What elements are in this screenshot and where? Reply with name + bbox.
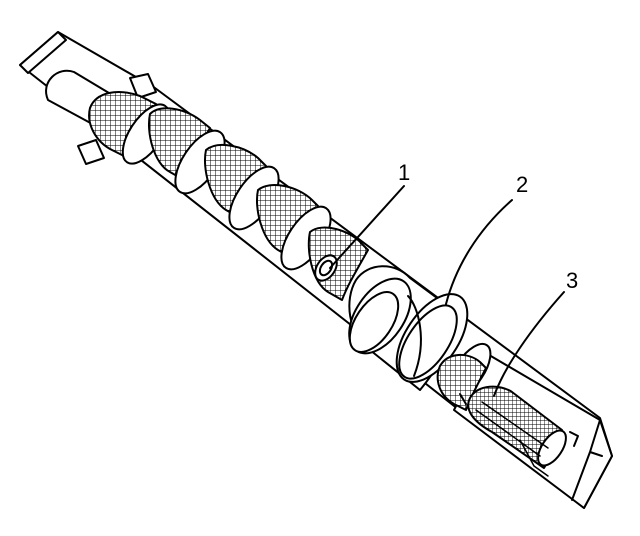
inlet-filter-screen [88, 91, 369, 301]
callout-number-1: 1 [398, 160, 410, 185]
callout-number-2: 2 [516, 172, 528, 197]
o-ring-seal [348, 265, 469, 391]
callout-leader-3 [493, 291, 565, 397]
outlet-filter-screen [436, 342, 567, 477]
callout-number-3: 3 [566, 268, 578, 293]
callout-leader-2 [445, 199, 513, 305]
callout-leader-1 [329, 185, 405, 269]
